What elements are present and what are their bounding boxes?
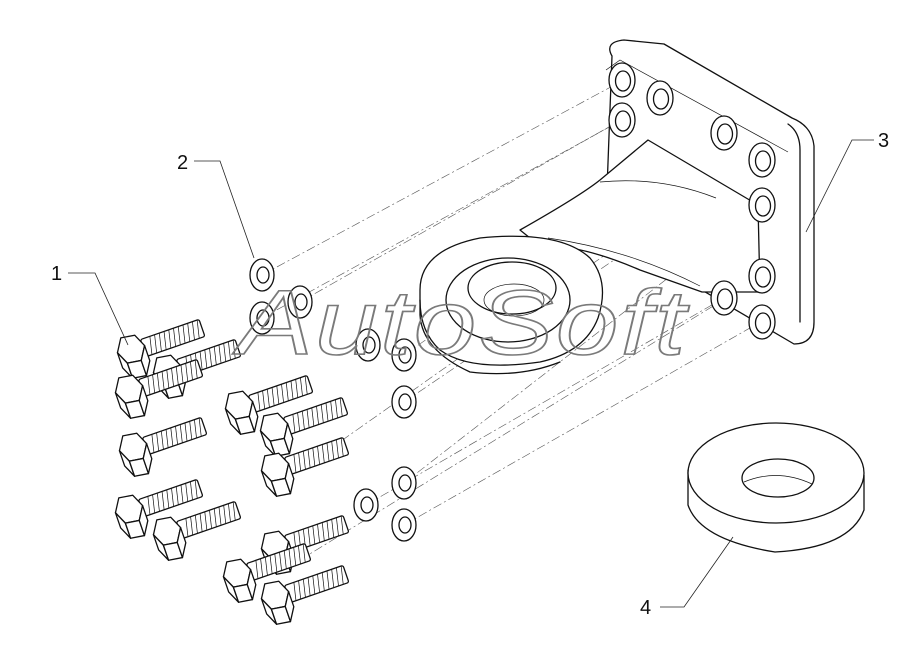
spacer-ring-part (687, 422, 865, 553)
flange-side-edge (787, 123, 801, 323)
watermark-text: AutoSoft (232, 272, 690, 374)
callout-leaders (68, 139, 874, 608)
eye-bore (467, 261, 557, 315)
spacer-ring-hole (741, 458, 815, 498)
callout-towing-eye: 3 (878, 130, 889, 152)
callout-bolt: 1 (51, 263, 62, 285)
callout-washer: 2 (177, 152, 188, 174)
callout-spacer-ring: 4 (640, 597, 651, 619)
towing-eye-part (419, 39, 815, 375)
eye-ring-inner (445, 257, 571, 343)
